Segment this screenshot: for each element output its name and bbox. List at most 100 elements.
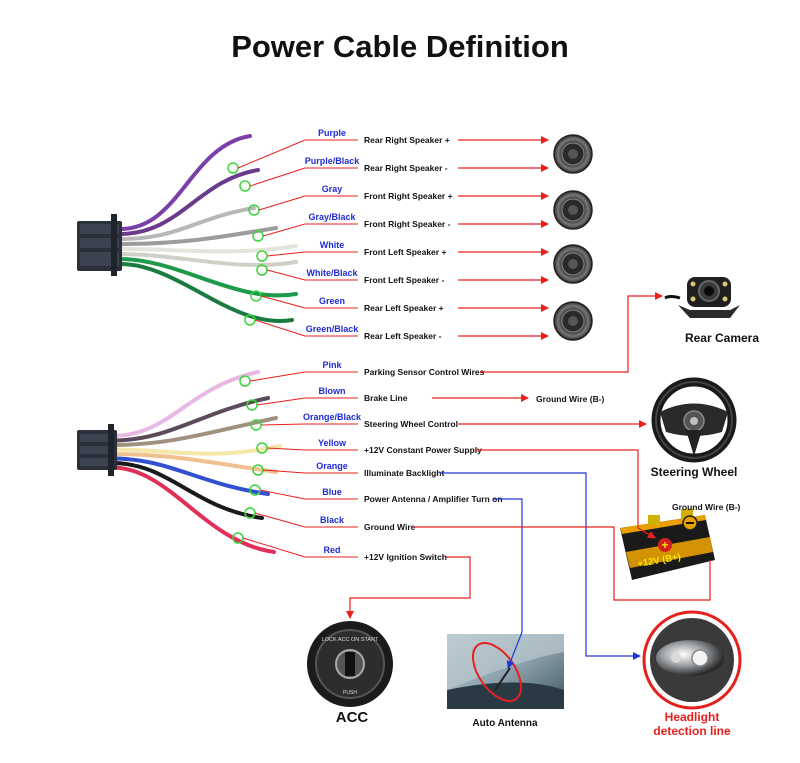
wire-color-label: Gray/Black [308,212,356,222]
wire-color-label: Red [323,545,340,555]
acc-ring-text: LOCK ACC ON START [322,637,379,643]
wire-function-label: Rear Left Speaker + [364,303,444,313]
lower-wire [110,416,278,447]
wire-function-label: Illuminate Backlight [364,468,444,478]
acc-ignition-icon [307,621,393,707]
leader-line [262,469,306,474]
ignition-to-acc [346,556,471,619]
headlight-icon [642,610,742,710]
brake-ground-label: Ground Wire (B-) [536,394,605,404]
rear-camera-icon [664,277,740,318]
wire-color-label: Purple/Black [305,156,361,166]
lower-wire [110,444,282,456]
wire-function-label: Rear Left Speaker - [364,331,442,341]
leader-line [266,447,306,451]
headlight-label-line2: detection line [653,724,731,738]
wire-color-label: Black [320,515,345,525]
steering-wheel-icon [651,377,737,463]
leader-line [266,269,306,281]
wire-function-label: Ground Wire [364,522,416,532]
speaker-icon [553,301,593,341]
wire-function-label: +12V Ignition Switch [364,552,447,562]
speakers [553,134,593,341]
acc-label: ACC [336,709,369,726]
wire-color-label: Gray [322,184,343,194]
leader-line [249,167,306,187]
wire-function-label: Rear Right Speaker + [364,135,450,145]
upper-wire [118,168,260,236]
page-title: Power Cable Definition [231,29,569,64]
leader-line [254,512,306,528]
upper-connector-plug [77,214,122,276]
wire-function-label: Front Left Speaker - [364,275,444,285]
headlight-label-line1: Headlight [665,710,720,724]
auto-antenna-label: Auto Antenna [472,718,538,729]
lower-wire [110,461,264,520]
antenna-to-auto-antenna [494,498,523,669]
leader-line [237,139,306,169]
wire-color-label: Green [319,296,345,306]
svg-text:+: + [661,538,668,552]
upper-wire [118,257,298,298]
upper-wire [118,206,256,241]
backlight-to-headlight [440,472,641,660]
speaker-icon [553,244,593,284]
leader-line [256,397,306,406]
wire-function-label: Brake Line [364,393,408,403]
12v-constant-to-battery [476,449,656,539]
wire-color-label: White [320,240,345,250]
leader-line [259,489,306,500]
leader-line [258,195,306,211]
wire-function-label: +12V Constant Power Supply [364,445,482,455]
wire-function-label: Rear Right Speaker - [364,163,448,173]
ground-to-battery [414,526,711,601]
battery-ground-label: Ground Wire (B-) [672,502,741,512]
wire-color-label: Orange [316,461,348,471]
wire-color-label: Purple [318,128,346,138]
lower-wire [110,465,276,554]
leader-line [266,251,306,257]
wire-color-label: Yellow [318,438,347,448]
leader-line [262,223,306,237]
wire-function-label: Power Antenna / Amplifier Turn on [364,494,503,504]
wire-function-label: Front Left Speaker + [364,247,446,257]
wire-function-label: Parking Sensor Control Wires [364,367,485,377]
battery-icon: + [620,509,715,580]
lower-connector-plug [77,424,117,476]
connection-lines: Ground Wire (B-) [346,292,711,669]
wire-color-label: Orange/Black [303,412,362,422]
rear-camera-label: Rear Camera [685,331,759,345]
leader-line [254,319,306,337]
speaker-icon [553,134,593,174]
steering-wheel-label: Steering Wheel [651,465,738,479]
leader-line [242,537,306,558]
lower-wire [110,452,278,474]
leader-line [260,295,306,309]
wire-color-label: Pink [322,360,342,370]
auto-antenna-image [447,634,564,709]
upper-wire [118,252,298,268]
parking-sensor-to-camera [480,292,663,373]
upper-wire [118,262,294,324]
leader-line [260,423,306,426]
acc-push-text: PUSH [343,690,357,696]
speaker-icon [553,190,593,230]
lower-wire [110,456,270,496]
leader-line [249,371,306,382]
wire-function-label: Front Right Speaker + [364,191,453,201]
wire-clip-marker [256,250,268,262]
wire-clip-marker [239,375,251,387]
wire-clip-marker [239,180,251,192]
upper-wire [118,134,252,231]
wire-color-label: Blue [322,487,342,497]
lower-wire [110,370,260,438]
wire-function-label: Steering Wheel Control [364,419,458,429]
wire-function-label: Front Right Speaker - [364,219,451,229]
wire-color-label: Green/Black [306,324,360,334]
wire-clip-marker [227,162,239,174]
wire-color-label: Blown [319,386,346,396]
lower-wire [110,396,270,443]
